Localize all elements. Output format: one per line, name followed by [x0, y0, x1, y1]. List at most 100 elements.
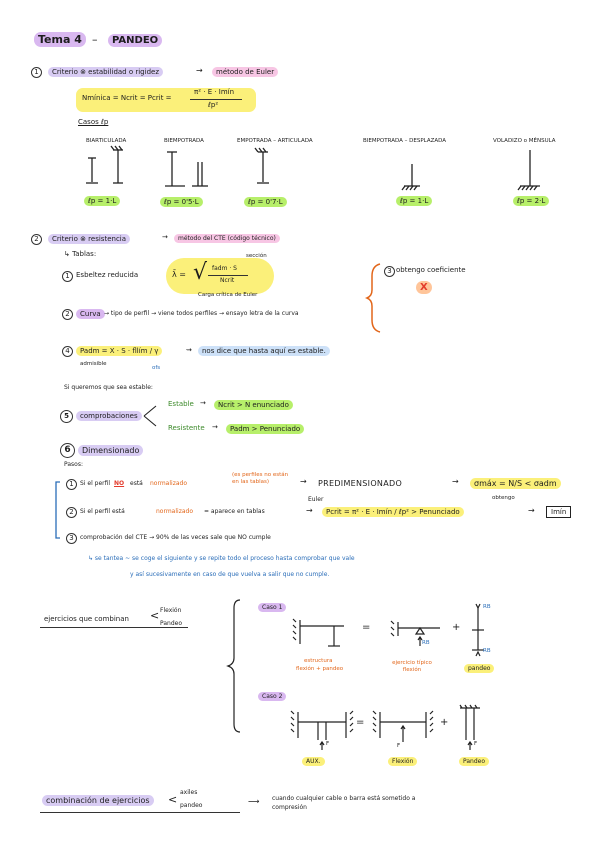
paso-2-b: = aparece en tablas [204, 508, 265, 515]
item-2-num: 2 [62, 309, 73, 320]
case-name-1: BIARTICULADA [86, 138, 127, 144]
paso-3-num: 3 [66, 533, 77, 544]
case-lp-1: ℓp = 1·L [84, 196, 121, 206]
imin-box: Imín [546, 506, 572, 518]
case-name-2: BIEMPOTRADA [164, 138, 204, 144]
resistente-cond: Padm > Penunciado [226, 424, 305, 434]
ejercicios-flexion: Flexión [160, 607, 182, 614]
caso-1-rb-3: RB [483, 648, 491, 654]
pasos: Pasos: [64, 461, 83, 468]
caso-2-label-3: Pandeo [459, 757, 489, 766]
criterio-estabilidad: Criterio ⊗ estabilidad o rigidez [48, 67, 163, 77]
combinacion-label: combinación de ejercicios [42, 795, 154, 806]
caso-2-label-2: Flexión [388, 757, 418, 766]
caso-1-label-1: flexión + pandeo [296, 666, 344, 672]
esbeltez-reducida: Esbeltez reducida [76, 271, 139, 279]
paso-1-b: está [130, 480, 143, 487]
lambda-symbol: λ̄ = [172, 270, 186, 279]
caso-1-eq: = [362, 622, 371, 633]
criterio-resistencia: Criterio ⊗ resistencia [48, 234, 131, 244]
caso-2-f-2: F [397, 743, 401, 749]
case-name-5: VOLADIZO o MÉNSULA [493, 138, 556, 144]
sqrt-bar [208, 275, 248, 276]
ejercicios-underline [40, 627, 188, 628]
tablas: ↳ Tablas: [64, 250, 97, 258]
caso-2-plus: + [440, 717, 449, 728]
title-tema: Tema 4 [34, 32, 86, 47]
paso-3-note-1: ↳ se tantea ~ se coge el siguiente y se … [88, 555, 355, 562]
resistente-label: Resistente [168, 424, 205, 432]
euler-formula-numerator: π² · E · Imín [194, 88, 235, 96]
sqrt-denominator: Ncrit [220, 277, 235, 284]
arrow-1: → [196, 66, 203, 75]
admisible-note: admisible [80, 361, 107, 367]
euler-formula-denominator: ℓp² [208, 101, 219, 109]
paso-1-normalizado: normalizado [150, 480, 187, 487]
si-queremos: Si queremos que sea estable: [64, 384, 153, 391]
combinacion-axiles: axiles [180, 789, 198, 796]
item-5-num: 5 [60, 410, 73, 423]
pcrit-formula: Pcrit = π² · E · Imín / ℓp² > Penunciado [322, 507, 464, 517]
ejercicios-lt: < [150, 609, 160, 622]
ejercicios-pandeo: Pandeo [160, 620, 182, 627]
euler-formula-left: Nmínica = Ncrit = Pcrit = [82, 94, 172, 102]
wave-arrow: ⇝ [186, 346, 192, 354]
metodo-cte: método del CTE (código técnico) [174, 234, 280, 243]
caso-1-rb-1: RB [422, 640, 430, 646]
paso-1-num: 1 [66, 479, 77, 490]
combinacion-underline [40, 812, 240, 813]
paso-3-note-2: y así sucesivamente en caso de que vuelv… [130, 571, 330, 578]
predimensionado: PREDIMENSIONADO [318, 479, 403, 488]
item-4-num: 4 [62, 346, 73, 357]
caso-1-rb-2: RB [483, 604, 491, 610]
curva-text: → tipo de perfil → viene todos perfiles … [104, 310, 299, 317]
obtengo-coeficiente: obtengo coeficiente [396, 266, 466, 274]
caso-2-f-3: F [474, 741, 478, 747]
paso-1-a: Si el perfil [80, 480, 111, 487]
section-2-number: 2 [31, 234, 42, 245]
caso-2-f-1: F [326, 741, 330, 747]
case-lp-4: ℓp = 1·L [396, 196, 433, 206]
title-topic: PANDEO [108, 34, 163, 47]
caso-2-label-1: AUX. [302, 757, 325, 766]
case-lp-5: ℓp = 2·L [513, 196, 550, 206]
ejercicios-label: ejercicios que combinan [44, 615, 129, 623]
case-name-4: BIEMPOTRADA – DESPLAZADA [363, 138, 447, 144]
caso-1-estructura: estructura [304, 658, 333, 664]
estable-arrow: → [200, 399, 206, 407]
carga-critica-note: Carga crítica de Euler [198, 292, 258, 298]
sfs-note: ofs [152, 365, 161, 371]
chi-coefficient: X [416, 281, 432, 294]
item-1-num: 1 [62, 271, 73, 282]
combinacion-arrow: ⟶ [248, 797, 260, 806]
arrow-2: → [162, 233, 168, 241]
obtengo-s: obtengo [492, 495, 515, 501]
paso-1-note: (es perfiles no están en las tablas) [232, 472, 289, 485]
dimensionado-title: Dimensionado [78, 445, 144, 456]
caso-2: Caso 2 [258, 692, 287, 701]
lambda-formula [166, 258, 274, 294]
sqrt-numerator: fadm · S [212, 265, 237, 272]
section-1-number: 1 [31, 67, 42, 78]
estable-cond: Ncrit > N enunciado [214, 400, 293, 410]
case-name-3: EMPOTRADA – ARTICULADA [237, 138, 313, 144]
combinacion-lt: < [168, 793, 178, 806]
padm-formula: Padm = X · S · fllím / γ [76, 346, 163, 356]
paso-2-a: Si el perfil está [80, 508, 125, 515]
euler-formula [76, 88, 256, 112]
case-lp-3: ℓp = 0'7·L [244, 197, 287, 207]
combinacion-note: cuando cualquier cable o barra está some… [272, 795, 416, 811]
sqrt-sign: √ [193, 260, 208, 285]
caso-1: Caso 1 [258, 603, 287, 612]
case-lp-2: ℓp = 0'5·L [160, 197, 203, 207]
paso-1-arrow-2: → [452, 477, 459, 486]
item-3-num: 3 [384, 266, 395, 277]
item-6-num: 6 [60, 443, 75, 458]
metodo-euler: método de Euler [212, 67, 279, 77]
